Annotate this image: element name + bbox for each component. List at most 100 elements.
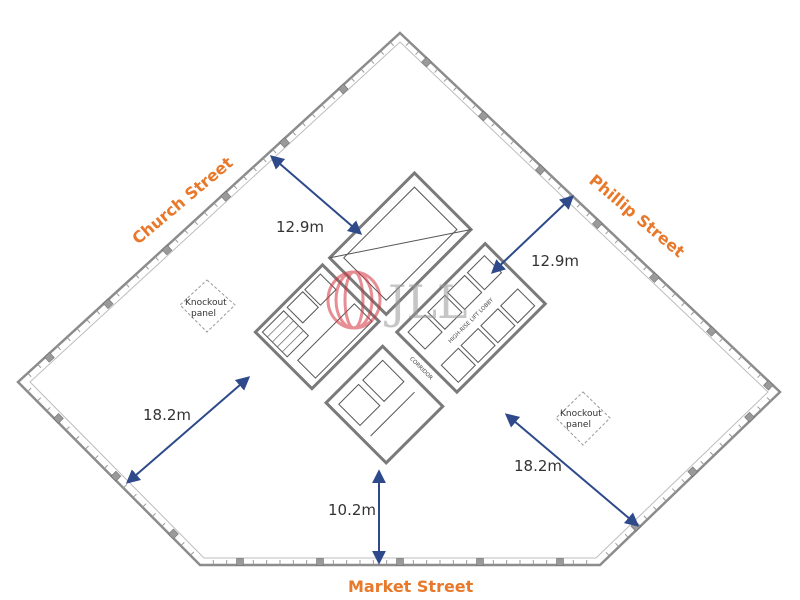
mullion-tick [662, 283, 667, 289]
mullion-tick [500, 131, 505, 136]
perimeter-column [763, 379, 774, 391]
knockout-panel-left: Knockout panel [179, 279, 236, 333]
mullion-tick [291, 131, 296, 136]
jll-logo-watermark: JLL [326, 270, 468, 330]
perimeter-column [476, 558, 484, 566]
plant-shaft [327, 170, 474, 317]
mullion-tick [321, 104, 326, 109]
mullion-tick [548, 176, 553, 181]
mullion-tick [557, 185, 562, 190]
mullion-tick [203, 211, 208, 217]
mullion-tick [123, 484, 128, 489]
mullion-tick [252, 166, 257, 172]
knockout-right-line2: panel [566, 420, 591, 430]
mullion-tick [766, 397, 771, 402]
mullion-tick [633, 257, 638, 262]
mullion-tick [643, 515, 648, 520]
shaft-diagonal [329, 229, 472, 259]
perimeter-column [478, 110, 489, 122]
mullion-tick [242, 175, 248, 181]
perimeter-column [44, 352, 55, 363]
mullion-tick [643, 266, 648, 271]
street-label-phillip: Phillip Street [585, 171, 688, 262]
mullion-tick [262, 157, 267, 163]
mullion-tick [757, 373, 762, 379]
mullion-tick [311, 113, 316, 118]
mullion-tick [142, 503, 147, 508]
mullion-tick [681, 301, 686, 307]
mullion-tick [747, 364, 752, 370]
perimeter-column [421, 56, 432, 68]
mullion-tick [757, 406, 762, 411]
dim-label-left: 18.2m [143, 406, 191, 424]
mullion-tick [653, 506, 658, 511]
mullion-tick [453, 86, 458, 91]
perimeter-column [220, 190, 232, 202]
mullion-tick [66, 336, 71, 342]
left-divider [370, 391, 415, 437]
mullion-tick [174, 238, 179, 243]
dim-arrow-right [504, 413, 640, 527]
mullion-tick [389, 41, 394, 46]
mullion-tick [144, 265, 150, 270]
mullion-tick [519, 149, 524, 154]
mullion-tick [624, 248, 629, 253]
mullion-tick [719, 442, 724, 447]
mullion-tick [690, 310, 695, 316]
mullion-tick [86, 319, 91, 324]
lift-bank-high-rise [407, 254, 536, 383]
perimeter-column [744, 411, 755, 423]
mullion-tick [103, 464, 109, 470]
mullion-tick [671, 292, 676, 298]
mullion-tick [728, 433, 733, 438]
mullion-tick [405, 41, 410, 46]
mullion-tick [415, 50, 420, 55]
mullion-tick [529, 158, 534, 163]
mullion-tick [331, 95, 336, 100]
building-envelope [16, 31, 782, 567]
mullion-tick [76, 327, 81, 333]
mullion-tick [301, 122, 306, 127]
mullion-tick [94, 455, 99, 460]
mullion-tick [510, 140, 515, 145]
mullion-tick [491, 122, 496, 127]
perimeter-column [53, 413, 64, 424]
mullion-tick [360, 68, 365, 73]
lift-left-1 [338, 383, 381, 427]
lift-car [466, 254, 503, 291]
mullion-tick [233, 184, 238, 190]
mullion-tick [443, 77, 448, 82]
stair-treads-upper [267, 315, 304, 353]
lift-car [427, 294, 463, 330]
mullion-tick [615, 542, 620, 548]
mullion-tick [135, 274, 140, 279]
mullion-tick [27, 372, 32, 378]
perimeter-column [535, 164, 546, 176]
dim-label-phillip: 12.9m [531, 252, 579, 270]
dim-label-bottom: 10.2m [328, 501, 376, 519]
mullion-tick [681, 479, 686, 484]
mullion-tick [738, 355, 743, 361]
knockout-panel-right: Knockout panel [555, 391, 611, 446]
dim-arrow-church [269, 155, 363, 235]
dim-label-church: 12.9m [276, 218, 324, 236]
mullion-tick [115, 292, 120, 297]
jll-logo-icon [326, 270, 382, 330]
dim-label-right: 18.2m [514, 457, 562, 475]
mullion-tick [380, 50, 385, 55]
perimeter-column [337, 83, 349, 95]
perimeter-column [556, 558, 564, 566]
mullion-tick [36, 397, 42, 402]
mullion-tick [576, 203, 581, 208]
mullion-tick [614, 239, 619, 244]
perimeter-column [396, 558, 404, 566]
stair-upper [261, 310, 310, 358]
mullion-tick [184, 229, 189, 234]
mullion-tick [193, 220, 199, 225]
mullion-tick [132, 493, 137, 498]
mullion-tick [728, 346, 733, 352]
mullion-tick [719, 337, 724, 343]
mullion-tick [84, 445, 89, 450]
mullion-tick [700, 319, 705, 325]
